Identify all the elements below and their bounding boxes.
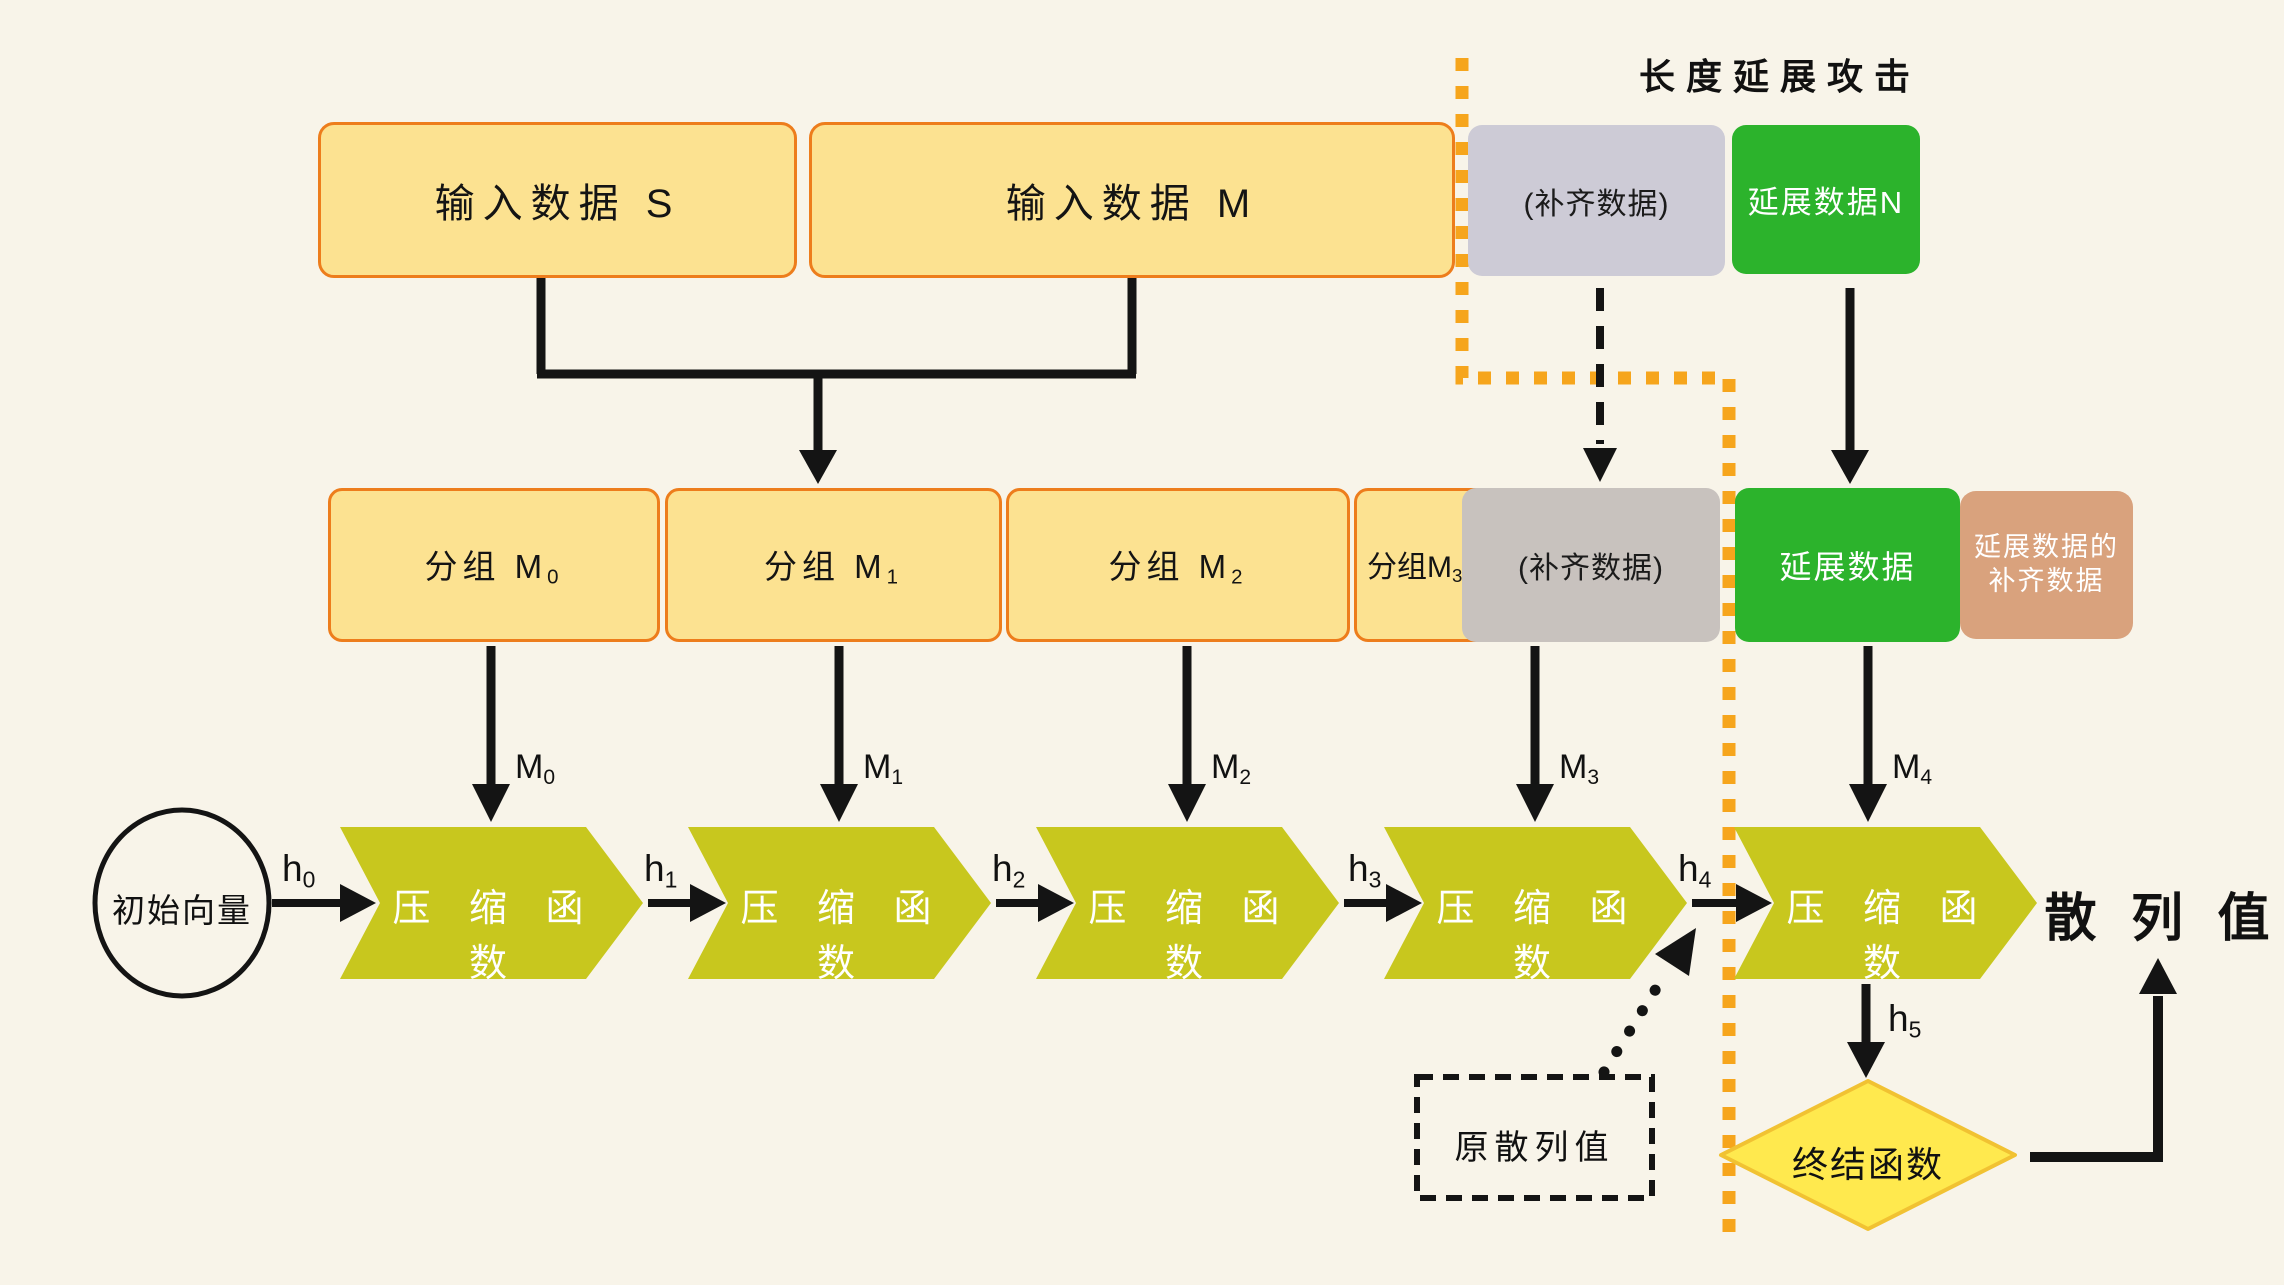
padding-data-box-row1: (补齐数据) bbox=[1468, 125, 1725, 276]
output-connector bbox=[2030, 958, 2177, 1162]
compression-function-label-4: 压 缩 函 数 bbox=[1436, 888, 1642, 985]
chain-arrow-0 bbox=[272, 884, 376, 922]
extension-padding-line2: 补齐数据 bbox=[1988, 566, 2105, 596]
m4-arrow bbox=[1849, 646, 1887, 822]
m3-arrow bbox=[1516, 646, 1554, 822]
hash-value-label: 散 列 值 bbox=[2044, 890, 2280, 948]
group-m2-label: 分组 M2 bbox=[1108, 548, 1248, 589]
compression-chevron-1 bbox=[340, 827, 643, 979]
original-hash-pointer-arrow bbox=[1598, 928, 1696, 1078]
input-data-s-label: 输入数据 S bbox=[434, 182, 681, 226]
padding-data-label-row2: (补齐数据) bbox=[1518, 552, 1664, 585]
compression-chevron-3 bbox=[1036, 827, 1339, 979]
h4-label: h4 bbox=[1678, 848, 1712, 893]
m3-arrow-label: M3 bbox=[1559, 748, 1600, 789]
initial-vector-label: 初始向量 bbox=[112, 892, 252, 929]
compression-chevron-2 bbox=[688, 827, 991, 979]
input-data-m-label: 输入数据 M bbox=[1005, 182, 1259, 226]
group-m1-box: 分组 M1 bbox=[665, 488, 1002, 642]
extension-data-n-box: 延展数据N bbox=[1732, 125, 1920, 274]
h0-label: h0 bbox=[282, 848, 316, 893]
compression-function-label-2: 压 缩 函 数 bbox=[740, 888, 946, 985]
padding-dashed-arrow bbox=[1583, 288, 1617, 482]
chain-arrows bbox=[272, 884, 1772, 922]
extension-data-label-row2: 延展数据 bbox=[1779, 549, 1916, 585]
extension-data-box-row2: 延展数据 bbox=[1735, 488, 1960, 642]
diagram-title: 长度延展攻击 bbox=[1638, 56, 1921, 97]
input-data-s-box: 输入数据 S bbox=[318, 122, 797, 278]
extension-arrow bbox=[1831, 288, 1869, 484]
chain-arrow-2 bbox=[996, 884, 1074, 922]
compression-function-label-5: 压 缩 函 数 bbox=[1786, 888, 1992, 985]
h2-label: h2 bbox=[992, 848, 1026, 893]
m2-arrow-label: M2 bbox=[1211, 748, 1252, 789]
chain-arrow-3 bbox=[1344, 884, 1422, 922]
compression-chevron-5 bbox=[1734, 827, 2037, 979]
chain-arrow-1 bbox=[648, 884, 726, 922]
chain-arrow-4 bbox=[1692, 884, 1772, 922]
attack-boundary-dotted-line bbox=[1455, 58, 1736, 1243]
final-function-diamond bbox=[1719, 1079, 2017, 1231]
group-m2-box: 分组 M2 bbox=[1006, 488, 1350, 642]
final-function-label: 终结函数 bbox=[1791, 1144, 1944, 1185]
extension-padding-line1: 延展数据的 bbox=[1974, 532, 2119, 563]
merge-connector bbox=[536, 278, 1137, 484]
m1-arrow-label: M1 bbox=[863, 748, 904, 789]
compression-chevron-4 bbox=[1384, 827, 1687, 979]
input-data-m-box: 输入数据 M bbox=[809, 122, 1455, 278]
original-hash-box bbox=[1414, 1074, 1655, 1201]
compression-function-label-1: 压 缩 函 数 bbox=[392, 888, 598, 985]
extension-padding-box: 延展数据的 补齐数据 bbox=[1960, 491, 2133, 639]
compression-chevrons bbox=[340, 827, 2037, 979]
m2-arrow bbox=[1168, 646, 1206, 822]
m0-arrow-label: M0 bbox=[515, 748, 556, 789]
m1-arrow bbox=[820, 646, 858, 822]
m4-arrow-label: M4 bbox=[1892, 748, 1933, 789]
extension-data-n-label: 延展数据N bbox=[1747, 185, 1905, 220]
original-hash-value-label: 原散列值 bbox=[1454, 1129, 1615, 1167]
padding-data-box-row2: (补齐数据) bbox=[1462, 488, 1720, 642]
group-m0-box: 分组 M0 bbox=[328, 488, 660, 642]
initial-vector-circle bbox=[92, 807, 272, 999]
h1-label: h1 bbox=[644, 848, 678, 893]
h5-arrow bbox=[1847, 984, 1885, 1078]
m0-arrow bbox=[472, 646, 510, 822]
h5-label: h5 bbox=[1888, 998, 1922, 1043]
padding-data-label-row1: (补齐数据) bbox=[1523, 187, 1670, 221]
group-m0-label: 分组 M0 bbox=[424, 548, 564, 589]
compression-function-label-3: 压 缩 函 数 bbox=[1088, 888, 1294, 985]
m-block-arrows bbox=[472, 646, 1887, 822]
group-m1-label: 分组 M1 bbox=[763, 548, 904, 589]
group-m3-label: 分组M3 bbox=[1367, 551, 1463, 587]
h3-label: h3 bbox=[1348, 848, 1382, 893]
